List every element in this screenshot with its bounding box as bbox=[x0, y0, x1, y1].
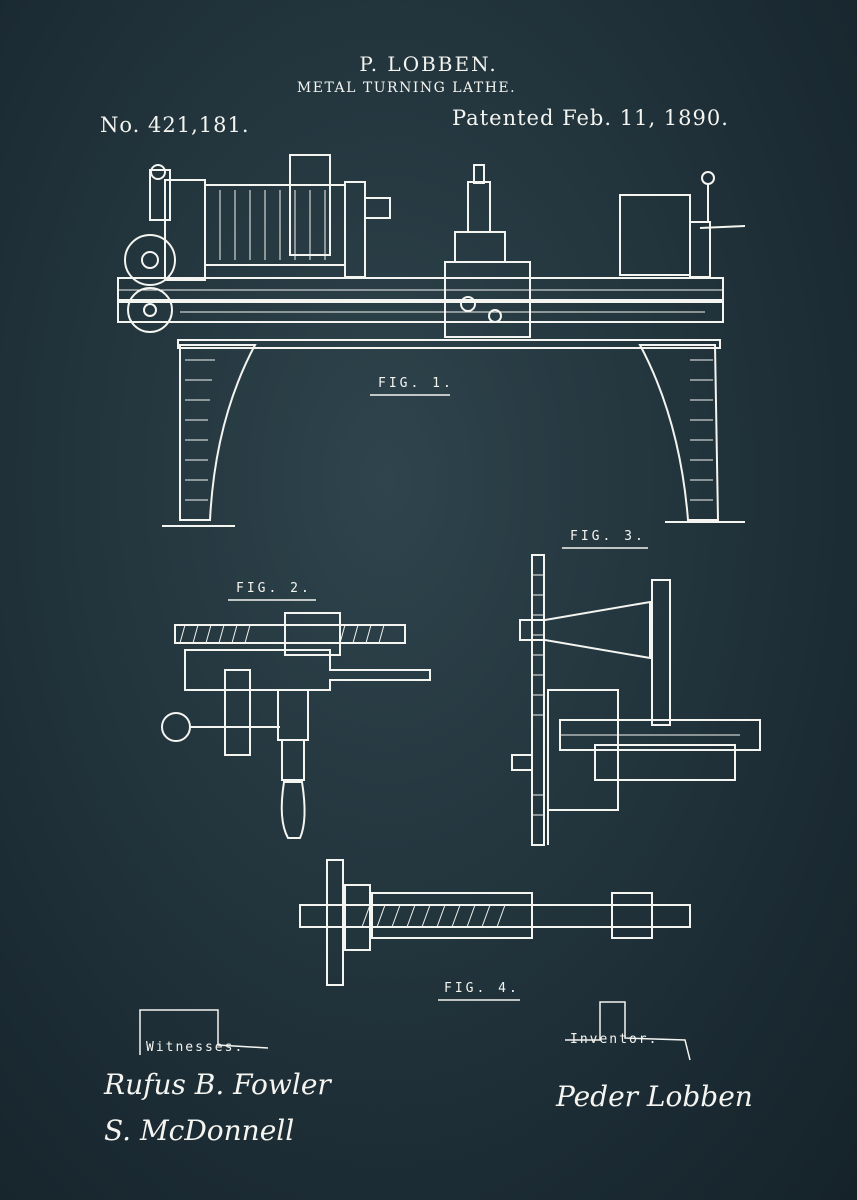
inventor-signature: Peder Lobben bbox=[556, 1080, 753, 1113]
invention-title: METAL TURNING LATHE. bbox=[296, 80, 517, 96]
witness-signature-1: Rufus B. Fowler bbox=[104, 1068, 331, 1101]
figure-label-underlines bbox=[139, 394, 691, 1061]
fig2-label: FIG. 2. bbox=[236, 581, 312, 596]
fig4-spindle-section bbox=[299, 859, 691, 986]
patent-date: Patented Feb. 11, 1890. bbox=[452, 106, 729, 130]
fig1-lathe-elevation bbox=[117, 154, 746, 527]
fig4-label: FIG. 4. bbox=[444, 981, 520, 996]
fig3-gearing-section bbox=[511, 554, 761, 846]
fig1-label: FIG. 1. bbox=[378, 376, 454, 391]
patent-number: No. 421,181. bbox=[100, 113, 250, 137]
fig3-label: FIG. 3. bbox=[570, 529, 646, 544]
inventor-label: Inventor. bbox=[570, 1032, 659, 1047]
witnesses-label: Witnesses. bbox=[146, 1040, 245, 1055]
inventor-name-header: P. LOBBEN. bbox=[359, 52, 498, 76]
fig2-carriage-section bbox=[161, 612, 431, 839]
witness-signature-2: S. McDonnell bbox=[104, 1114, 295, 1147]
